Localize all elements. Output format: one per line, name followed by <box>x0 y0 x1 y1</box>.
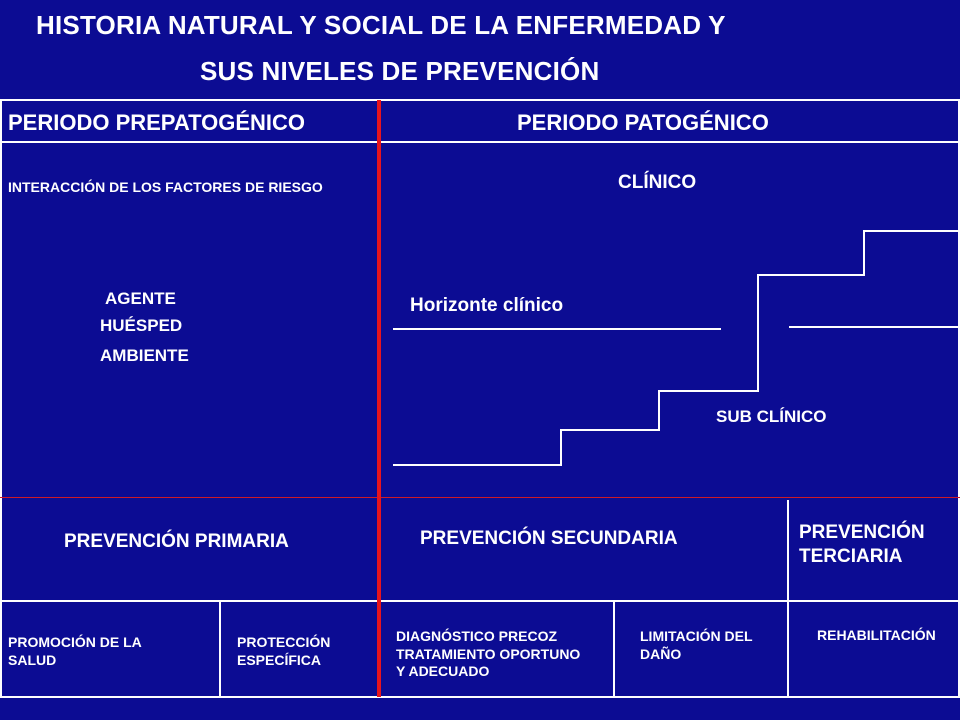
prevention-row-divider <box>0 497 960 498</box>
period-header-divider <box>0 141 960 143</box>
factor-ambiente: AMBIENTE <box>100 346 189 365</box>
prevencion-secundaria: PREVENCIÓN SECUNDARIA <box>420 528 678 549</box>
actions-row-divider <box>0 600 960 602</box>
table-bottom-border <box>0 696 960 698</box>
promocion-divider <box>219 601 221 697</box>
table-left-border <box>0 99 2 697</box>
progression-staircase <box>393 230 960 466</box>
proteccion-especifica: PROTECCIÓN ESPECÍFICA <box>237 634 331 668</box>
promocion-salud: PROMOCIÓN DE LA SALUD <box>8 634 142 668</box>
limitacion-divider <box>787 601 789 697</box>
diagnostico-divider <box>613 601 615 697</box>
table-top-border <box>0 99 960 101</box>
prevencion-primaria: PREVENCIÓN PRIMARIA <box>64 531 289 552</box>
clinico-label: CLÍNICO <box>618 172 697 193</box>
limitacion-dano: LIMITACIÓN DEL DAÑO <box>640 628 753 662</box>
periodo-prepatogenico-header: PERIODO PREPATOGÉNICO <box>8 110 306 135</box>
rehabilitacion: REHABILITACIÓN <box>817 627 936 643</box>
title-line-1: HISTORIA NATURAL Y SOCIAL DE LA ENFERMED… <box>36 10 726 40</box>
factor-huesped: HUÉSPED <box>100 316 183 335</box>
title-line-2: SUS NIVELES DE PREVENCIÓN <box>200 56 600 86</box>
subclinico-label: SUB CLÍNICO <box>716 407 827 426</box>
factor-agente: AGENTE <box>105 289 176 308</box>
prevencion-terciaria: PREVENCIÓN TERCIARIA <box>799 522 925 567</box>
periodo-patogenico-header: PERIODO PATOGÉNICO <box>517 110 769 135</box>
terciaria-divider <box>787 500 789 600</box>
table-right-border <box>958 99 960 697</box>
period-divider-red <box>377 100 381 697</box>
horizonte-clinico-label: Horizonte clínico <box>410 295 564 316</box>
interaccion-factores-riesgo: INTERACCIÓN DE LOS FACTORES DE RIESGO <box>8 179 323 195</box>
diagnostico-precoz: DIAGNÓSTICO PRECOZ TRATAMIENTO OPORTUNO … <box>396 628 581 679</box>
